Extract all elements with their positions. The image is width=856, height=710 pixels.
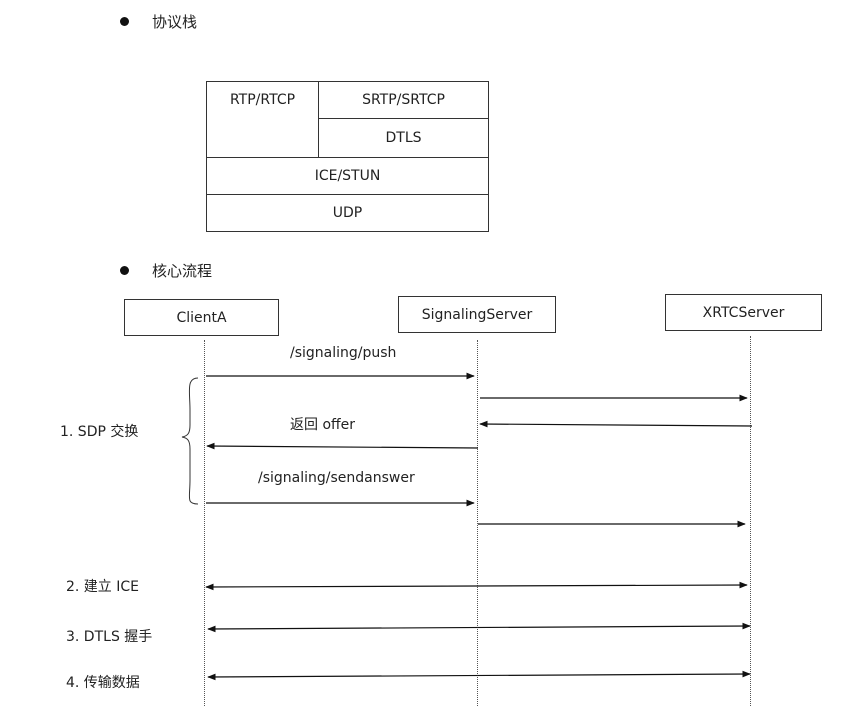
step-label-sdp-exchange: 1. SDP 交换 <box>60 424 139 440</box>
lifeline-signaling-server <box>477 340 478 706</box>
lifeline-xrtc-server <box>750 336 751 706</box>
actor-signaling-server: SignalingServer <box>398 296 556 333</box>
actor-xrtc-server: XRTCServer <box>665 294 822 331</box>
step-label-transfer-data: 4. 传输数据 <box>66 675 140 691</box>
stack-cell-srtp-srtcp: SRTP/SRTCP <box>318 81 489 119</box>
arrow-dtls-handshake <box>207 622 751 633</box>
arrow-establish-ice <box>205 581 748 591</box>
message-label-sendanswer: /signaling/sendanswer <box>258 470 415 486</box>
stack-cell-dtls: DTLS <box>318 118 489 158</box>
stack-cell-rtp-rtcp: RTP/RTCP <box>206 81 319 158</box>
bullet-icon <box>120 17 129 26</box>
lifeline-client-a <box>204 340 205 706</box>
message-label-push: /signaling/push <box>290 345 397 361</box>
bullet-icon <box>120 266 129 275</box>
arrow-offer-xrtc-to-signaling <box>479 420 753 428</box>
arrow-offer-signaling-to-client <box>206 442 479 450</box>
sdp-exchange-brace <box>181 377 199 505</box>
message-label-offer: 返回 offer <box>290 417 356 433</box>
stack-cell-ice-stun: ICE/STUN <box>206 157 489 195</box>
actor-client-a: ClientA <box>124 299 279 336</box>
protocol-stack-heading: 协议栈 <box>152 13 198 31</box>
arrow-transfer-data <box>207 670 751 681</box>
stack-cell-udp: UDP <box>206 194 489 232</box>
core-flow-heading: 核心流程 <box>152 262 213 280</box>
step-label-establish-ice: 2. 建立 ICE <box>66 579 140 595</box>
step-label-dtls-handshake: 3. DTLS 握手 <box>66 629 153 645</box>
